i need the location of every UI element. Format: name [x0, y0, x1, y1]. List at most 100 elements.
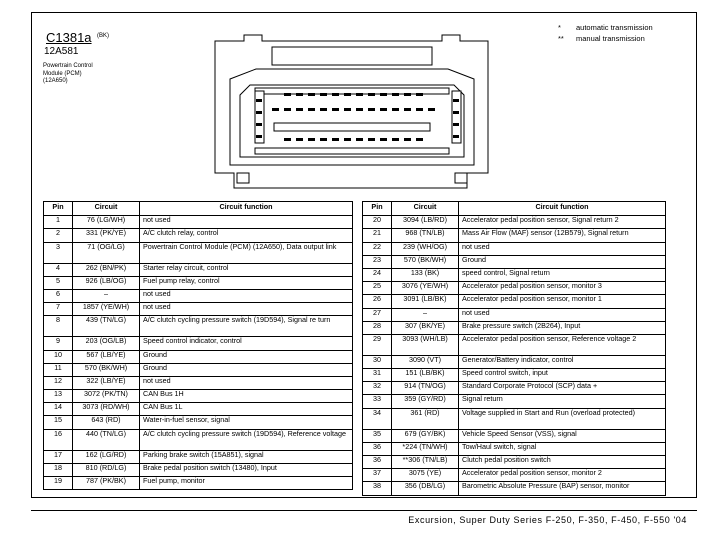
- circuit-cell: 356 (DB/LG): [391, 481, 459, 496]
- circuit-cell: 968 (TN/LB): [391, 228, 459, 243]
- function-cell: CAN Bus 1L: [139, 402, 353, 417]
- module-name: Powertrain Control Module (PCM) (12A650): [43, 63, 123, 86]
- pin-cell: 36: [362, 454, 392, 470]
- pin-cell: 4: [43, 262, 73, 277]
- pin-cell: 18: [43, 462, 73, 478]
- circuit-cell: 133 (BK): [391, 267, 459, 283]
- pin-cell: 20: [362, 215, 392, 230]
- function-cell: Accelerator pedal position sensor, monit…: [458, 294, 666, 309]
- pin-cell: 25: [362, 281, 392, 296]
- circuit-cell: 787 (PK/BK): [72, 475, 140, 491]
- connector-id: C1381a: [46, 30, 92, 45]
- module-line: Powertrain Control: [43, 63, 93, 69]
- pin-cell: 37: [362, 468, 392, 483]
- connector-pin-slot: [320, 138, 327, 141]
- connector-pin-slot: [344, 138, 351, 141]
- pin-cell: 11: [43, 362, 73, 377]
- header-pin: Pin: [43, 200, 73, 217]
- function-cell: A/C clutch cycling pressure switch (19D5…: [139, 428, 353, 451]
- function-cell: not used: [139, 215, 353, 230]
- pin-cell: 13: [43, 389, 73, 404]
- circuit-cell: 926 (LB/OG): [72, 275, 140, 290]
- pin-cell: 33: [362, 394, 392, 409]
- function-cell: Speed control indicator, control: [139, 336, 353, 351]
- circuit-cell: *224 (TN/WH): [391, 441, 459, 457]
- connector-pin-slot: [308, 93, 315, 96]
- function-cell: Brake pedal position switch (13480), Inp…: [139, 462, 353, 478]
- circuit-cell: 331 (PK/YE): [72, 228, 140, 243]
- pin-cell: 15: [43, 415, 73, 430]
- circuit-cell: 3091 (LB/BK): [391, 294, 459, 309]
- connector-pin-slot: [296, 138, 303, 141]
- function-cell: Speed control switch, input: [458, 368, 666, 383]
- legend-item: **manual transmission: [558, 34, 645, 43]
- circuit-cell: 810 (RD/LG): [72, 462, 140, 478]
- function-cell: Clutch pedal position switch: [458, 454, 666, 470]
- connector-pin-slot: [284, 108, 291, 111]
- pin-cell: 31: [362, 368, 392, 383]
- connector-pin-slot: [392, 108, 399, 111]
- page-frame: [31, 12, 697, 498]
- pin-cell: 14: [43, 402, 73, 417]
- function-cell: CAN Bus 1H: [139, 389, 353, 404]
- circuit-cell: 322 (LB/YE): [72, 375, 140, 391]
- connector-pin-slot: [356, 138, 363, 141]
- function-cell: Parking brake switch (15A851), signal: [139, 449, 353, 464]
- header-function: Circuit function: [139, 200, 353, 217]
- connector-pin-slot: [296, 108, 303, 111]
- circuit-cell: 3094 (LB/RD): [391, 215, 459, 230]
- function-cell: Barometric Absolute Pressure (BAP) senso…: [458, 481, 666, 496]
- header-function: Circuit function: [458, 200, 666, 217]
- part-number: 12A581: [44, 46, 79, 57]
- circuit-cell: 239 (WH/OG): [391, 241, 459, 256]
- circuit-cell: 3075 (YE): [391, 468, 459, 483]
- table-row: 36**306 (TN/LB)Clutch pedal position swi…: [362, 454, 666, 470]
- function-cell: A/C clutch relay, control: [139, 228, 353, 243]
- connector-pin-slot: [368, 108, 375, 111]
- function-cell: not used: [458, 307, 666, 322]
- circuit-cell: 3076 (YE/WH): [391, 281, 459, 296]
- legend: *automatic transmission **manual transmi…: [558, 22, 653, 44]
- circuit-cell: 3072 (PK/TN): [72, 389, 140, 404]
- connector-pin-slot: [416, 138, 423, 141]
- header-circuit: Circuit: [72, 200, 140, 217]
- circuit-cell: 151 (LB/BK): [391, 368, 459, 383]
- function-cell: Mass Air Flow (MAF) sensor (12B579), Sig…: [458, 228, 666, 243]
- header-pin: Pin: [362, 200, 392, 217]
- function-cell: Voltage supplied in Start and Run (overl…: [458, 407, 666, 430]
- function-cell: Generator/Battery indicator, control: [458, 354, 666, 370]
- function-cell: speed control, Signal return: [458, 267, 666, 283]
- connector-pin-slot: [356, 93, 363, 96]
- function-cell: not used: [139, 288, 353, 304]
- connector-pin-slot: [380, 138, 387, 141]
- connector-pin-slot: [320, 108, 327, 111]
- function-cell: Accelerator pedal position sensor, monit…: [458, 281, 666, 296]
- footer-caption: Excursion, Super Duty Series F-250, F-35…: [408, 515, 687, 525]
- connector-diagram: [214, 34, 489, 189]
- pin-cell: 10: [43, 349, 73, 364]
- function-cell: not used: [458, 241, 666, 256]
- circuit-cell: 3093 (WH/LB): [391, 333, 459, 356]
- connector-color: (BK): [97, 33, 109, 39]
- connector-pin-slot: [332, 93, 339, 96]
- pin-cell: 32: [362, 381, 392, 396]
- connector-pin-slot: [344, 93, 351, 96]
- header-circuit: Circuit: [391, 200, 459, 217]
- connector-pin-slot: [344, 108, 351, 111]
- circuit-cell: 643 (RD): [72, 415, 140, 430]
